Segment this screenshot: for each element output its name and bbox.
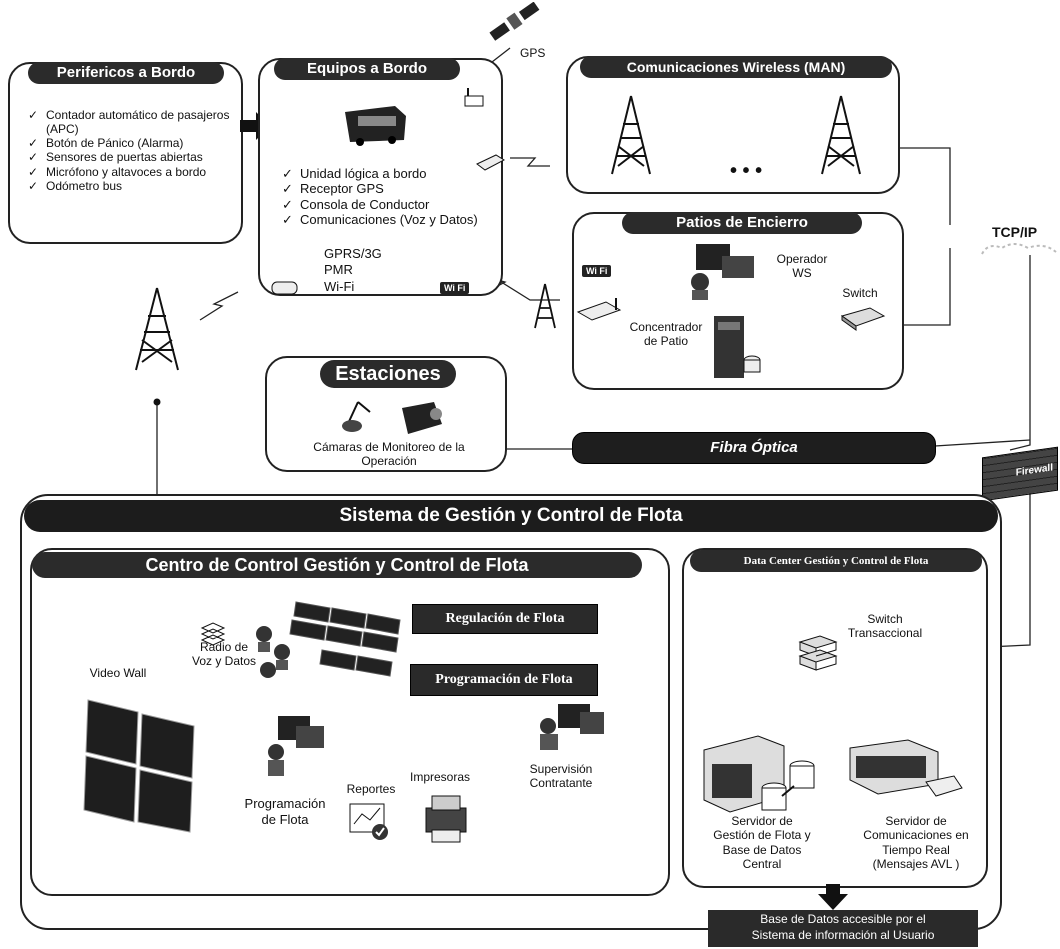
supervision-workstation-icon — [540, 704, 604, 750]
radio-stack-icon — [200, 622, 226, 646]
comm-server-icon — [849, 739, 963, 797]
switch-icon — [840, 307, 886, 331]
perifericos-item: Sensores de puertas abiertas — [28, 150, 233, 164]
perifericos-item: Botón de Pánico (Alarma) — [28, 136, 233, 150]
datacenter-title: Data Center Gestión y Control de Flota — [690, 550, 982, 572]
video-wall-icon — [83, 699, 195, 833]
operators-icon — [256, 626, 290, 678]
printer-icon — [425, 795, 467, 843]
tower-icon — [611, 95, 651, 175]
tcpip-label: TCP/IP — [992, 224, 1038, 240]
wifi-badge: Wi Fi — [582, 265, 612, 277]
firewall-label: Firewall — [1015, 462, 1053, 479]
handheld-device-icon — [271, 281, 298, 295]
camaras-label: Cámaras de Monitoreo de la Operación — [313, 440, 465, 469]
ellipsis: • • • — [730, 160, 763, 182]
video-wall-label: Video Wall — [89, 666, 147, 680]
operador-label: Operador WS — [776, 252, 828, 281]
equipos-title: Equipos a Bordo — [274, 58, 460, 80]
equipos-item: Receptor GPS — [282, 181, 482, 197]
sistema-title: Sistema de Gestión y Control de Flota — [24, 500, 998, 532]
regulacion-flota-button[interactable]: Regulación de Flota — [412, 604, 598, 634]
switch-transaccional-label: Switch Transaccional — [847, 612, 923, 641]
equipos-item: Comunicaciones (Voz y Datos) — [282, 212, 482, 228]
patios-title: Patios de Encierro — [622, 212, 862, 234]
impresoras-label: Impresoras — [409, 770, 471, 784]
gps-label: GPS — [520, 46, 546, 60]
router-icon — [464, 88, 484, 107]
tower-icon — [135, 287, 179, 371]
perifericos-title: Perifericos a Bordo — [28, 62, 224, 84]
concentrador-label: Concentrador de Patio — [629, 320, 703, 349]
supervision-label: Supervisión Contratante — [529, 762, 593, 791]
estaciones-title: Estaciones — [320, 360, 456, 388]
servidor-gestion-label: Servidor de Gestión de Flota y Base de D… — [713, 814, 811, 872]
monitor-wall-icon — [289, 601, 401, 677]
arrow-down-icon — [818, 884, 848, 910]
equipos-item: Unidad lógica a bordo — [282, 166, 482, 182]
datacenter-panel — [682, 548, 988, 888]
report-chart-icon — [349, 803, 388, 840]
bus-icon — [345, 106, 406, 146]
base-datos-box: Base de Datos accesible por el Sistema d… — [708, 910, 978, 947]
servidor-com-label: Servidor de Comunicaciones en Tiempo Rea… — [863, 814, 969, 872]
server-tower-icon — [714, 316, 761, 378]
perifericos-item: Odómetro bus — [28, 179, 233, 193]
perifericos-item: Contador automático de pasajeros (APC) — [28, 108, 233, 136]
tower-icon — [821, 95, 861, 175]
wifi-badge: Wi Fi — [440, 282, 470, 294]
comm-types: GPRS/3G PMR Wi-Fi — [324, 246, 382, 294]
fibra-optica-bar: Fibra Óptica — [572, 432, 936, 464]
radio-label: Radio de Voz y Datos — [191, 640, 257, 669]
regulacion-flota-label: Regulación de Flota — [445, 611, 565, 626]
perifericos-item: Micrófono y altavoces a bordo — [28, 165, 233, 179]
programacion-flota-button[interactable]: Programación de Flota — [410, 664, 598, 696]
programacion-ws-label: Programación de Flota — [244, 796, 326, 827]
centro-title: Centro de Control Gestión y Control de F… — [32, 552, 642, 578]
equipos-item: Consola de Conductor — [282, 197, 482, 213]
yard-router-icon — [576, 298, 622, 321]
box-camera-icon — [402, 402, 442, 434]
onboard-unit-icon — [476, 154, 506, 171]
reportes-label: Reportes — [346, 782, 396, 796]
database-server-icon — [703, 735, 815, 813]
workstation-icon — [268, 716, 324, 776]
operator-workstation-icon — [691, 244, 754, 300]
satellite-icon — [489, 2, 540, 41]
perifericos-list: Contador automático de pasajeros (APC) B… — [28, 108, 233, 193]
fibra-optica-label: Fibra Óptica — [710, 439, 798, 456]
dome-camera-icon — [342, 401, 371, 432]
cloud-icon — [981, 243, 1057, 255]
programacion-flota-label: Programación de Flota — [435, 672, 573, 687]
patios-switch-label: Switch — [842, 286, 878, 300]
switch-stack-icon — [798, 635, 838, 671]
small-tower-icon — [534, 283, 556, 329]
equipos-list: Unidad lógica a bordo Receptor GPS Conso… — [282, 166, 482, 228]
wireless-title: Comunicaciones Wireless (MAN) — [580, 56, 892, 78]
